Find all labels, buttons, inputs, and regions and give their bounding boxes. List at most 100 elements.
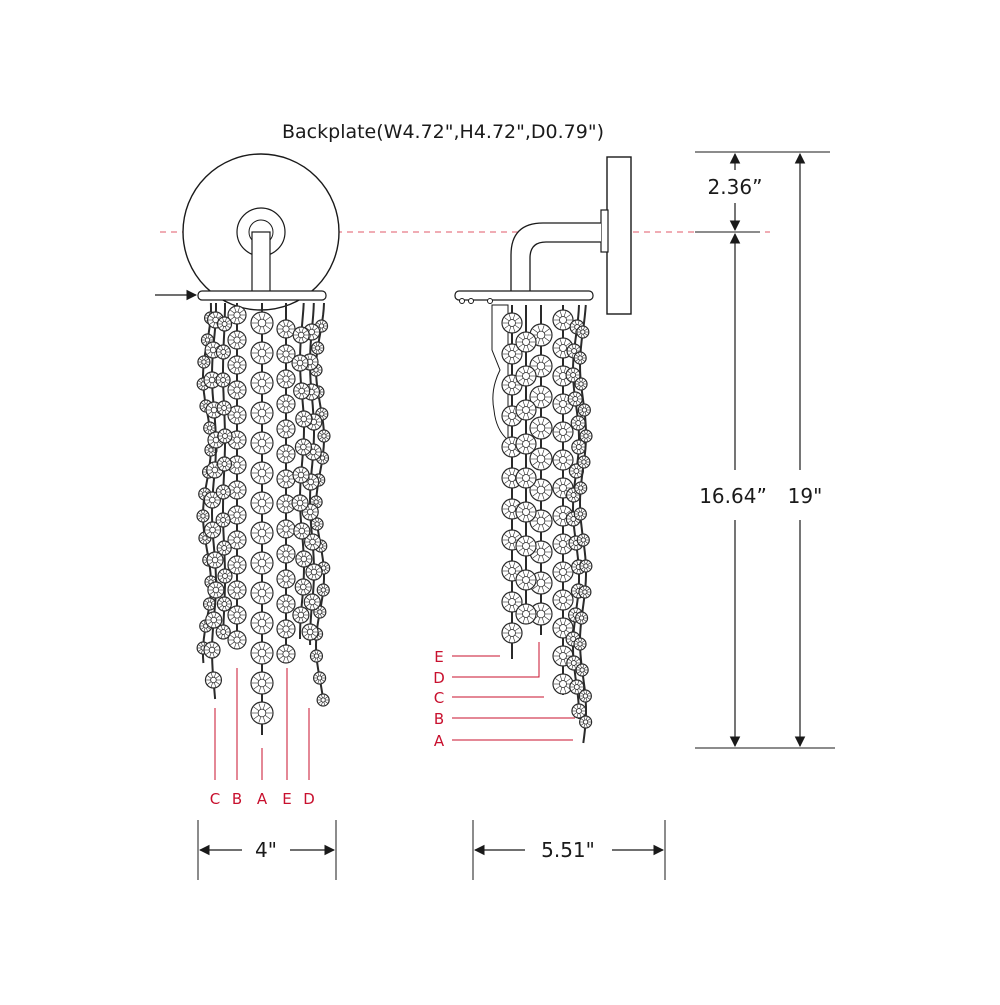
crystal-disc — [574, 481, 588, 495]
crystal-disc — [276, 619, 296, 639]
dim-total-height-label: 19" — [788, 484, 823, 508]
crystal-disc — [227, 630, 247, 650]
crystal-disc — [215, 484, 231, 500]
crystal-strand — [573, 304, 593, 744]
crystal-disc — [573, 507, 587, 521]
crystal-disc — [217, 428, 233, 444]
side-strand-label: E — [434, 648, 443, 666]
crystal-disc — [216, 596, 232, 612]
side-backplate — [606, 156, 632, 315]
crystal-disc — [552, 589, 574, 611]
crystal-disc — [578, 689, 592, 703]
side-hook — [459, 298, 465, 304]
crystal-strand — [529, 305, 553, 635]
crystal-disc — [529, 416, 553, 440]
crystal-disc — [276, 344, 296, 364]
crystal-disc — [293, 382, 311, 400]
side-strand-label: C — [434, 689, 444, 707]
crystal-disc — [303, 593, 321, 611]
crystal-disc — [227, 380, 247, 400]
front-strands — [196, 302, 331, 735]
crystal-disc — [250, 401, 274, 425]
crystal-disc — [216, 456, 233, 472]
side-arm — [510, 222, 601, 293]
crystal-disc — [217, 568, 233, 584]
crystal-disc — [207, 581, 225, 599]
crystal-disc — [316, 693, 330, 707]
crystal-disc — [197, 355, 211, 369]
crystal-disc — [293, 522, 311, 540]
crystal-disc — [250, 611, 274, 635]
crystal-disc — [552, 561, 574, 583]
crystal-disc — [515, 331, 537, 353]
crystal-disc — [579, 715, 593, 729]
crystal-disc — [567, 391, 583, 407]
crystal-disc — [250, 491, 274, 515]
side-socket — [491, 304, 509, 442]
crystal-disc — [227, 555, 247, 575]
front-strand-label: C — [210, 790, 220, 808]
crystal-disc — [250, 461, 274, 485]
crystal-disc — [501, 312, 523, 334]
crystal-disc — [227, 580, 247, 600]
crystal-disc — [227, 505, 247, 525]
front-arm — [251, 231, 271, 293]
crystal-disc — [573, 637, 587, 651]
crystal-disc — [250, 551, 274, 575]
crystal-disc — [292, 326, 310, 344]
crystal-disc — [276, 469, 296, 489]
crystal-disc — [250, 581, 274, 605]
crystal-disc — [552, 309, 574, 331]
dim-body-height-label: 16.64” — [699, 484, 767, 508]
crystal-disc — [515, 467, 537, 489]
dim-side-depth-label: 5.51" — [541, 838, 595, 862]
crystal-disc — [305, 563, 323, 581]
crystal-disc — [276, 569, 296, 589]
crystal-disc — [529, 385, 553, 409]
crystal-disc — [276, 419, 296, 439]
crystal-disc — [552, 421, 574, 443]
crystal-disc — [276, 319, 296, 339]
front-canopy — [197, 290, 327, 301]
crystal-disc — [295, 550, 313, 568]
side-strand-label: B — [434, 710, 444, 728]
crystal-disc — [303, 533, 322, 551]
crystal-disc — [309, 649, 324, 663]
crystal-disc — [515, 399, 537, 421]
crystal-disc — [577, 403, 591, 417]
crystal-disc — [250, 671, 274, 695]
crystal-disc — [501, 591, 523, 613]
crystal-disc — [313, 671, 327, 685]
crystal-disc — [579, 429, 593, 443]
crystal-disc — [215, 344, 231, 360]
crystal-disc — [552, 617, 574, 639]
crystal-disc — [301, 623, 319, 641]
crystal-disc — [202, 597, 217, 611]
crystal-disc — [227, 330, 247, 350]
crystal-disc — [529, 447, 553, 471]
crystal-disc — [276, 594, 296, 614]
crystal-disc — [276, 369, 296, 389]
crystal-strand — [291, 302, 313, 639]
crystal-disc — [515, 433, 537, 455]
crystal-disc — [294, 578, 312, 596]
crystal-disc — [203, 421, 217, 435]
crystal-disc — [294, 438, 312, 456]
crystal-disc — [215, 624, 231, 640]
crystal-disc — [276, 519, 296, 539]
backplate-title: Backplate(W4.72",H4.72",D0.79") — [282, 121, 604, 143]
crystal-disc — [295, 410, 313, 428]
side-strand-label: D — [433, 669, 445, 687]
crystal-disc — [276, 644, 296, 664]
crystal-disc — [227, 405, 247, 425]
crystal-disc — [276, 544, 296, 564]
crystal-disc — [250, 341, 274, 365]
crystal-disc — [515, 569, 537, 591]
crystal-disc — [573, 351, 587, 365]
crystal-disc — [276, 444, 296, 464]
crystal-disc — [515, 535, 537, 557]
crystal-disc — [203, 641, 221, 659]
crystal-disc — [317, 429, 331, 443]
crystal-disc — [227, 355, 247, 375]
crystal-disc — [250, 641, 274, 665]
